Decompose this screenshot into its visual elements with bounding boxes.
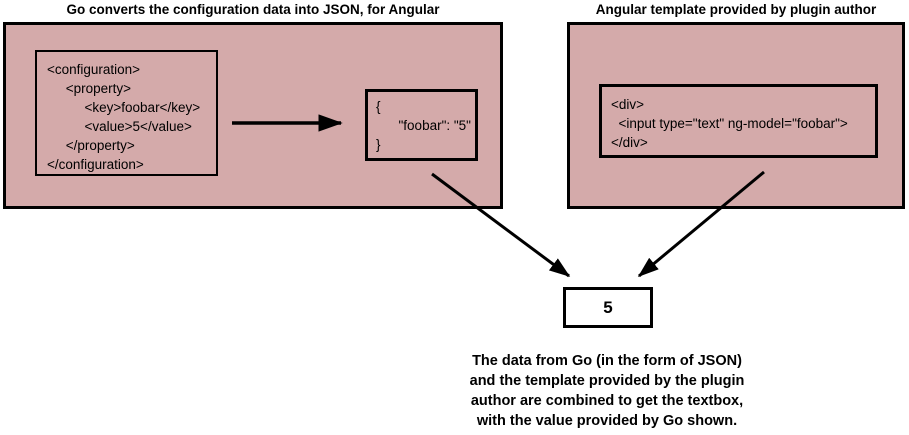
caption: The data from Go (in the form of JSON) a… [407,351,807,431]
angular-template-box: <div> <input type="text" ng-model="fooba… [599,84,878,158]
result-value: 5 [603,297,613,317]
code-line: <property> [47,81,132,96]
caption-line: and the template provided by the plugin [469,373,745,389]
code-line: { [376,99,381,114]
code-line: <div> [611,97,645,112]
code-line: <value>5</value> [47,119,192,134]
left-panel [3,22,503,209]
caption-line: The data from Go (in the form of JSON) [472,353,742,369]
left-panel-title: Go converts the configuration data into … [66,2,440,17]
json-output-box: { "foobar": "5" } [365,89,478,161]
code-line: </div> [611,135,648,150]
xml-config-box: <configuration> <property> <key>foobar</… [35,50,218,176]
code-line: <configuration> [47,62,141,77]
code-line: </property> [47,138,135,153]
result-textbox: 5 [563,287,653,328]
code-line: <input type="text" ng-model="foobar"> [611,116,848,131]
code-line: <key>foobar</key> [47,100,201,115]
caption-line: with the value provided by Go shown. [476,413,738,429]
code-line: "foobar": "5" [376,118,471,133]
code-line: </configuration> [47,157,144,172]
caption-line: author are combined to get the textbox, [470,393,744,409]
right-panel-title: Angular template provided by plugin auth… [595,2,877,17]
code-line: } [376,137,381,152]
